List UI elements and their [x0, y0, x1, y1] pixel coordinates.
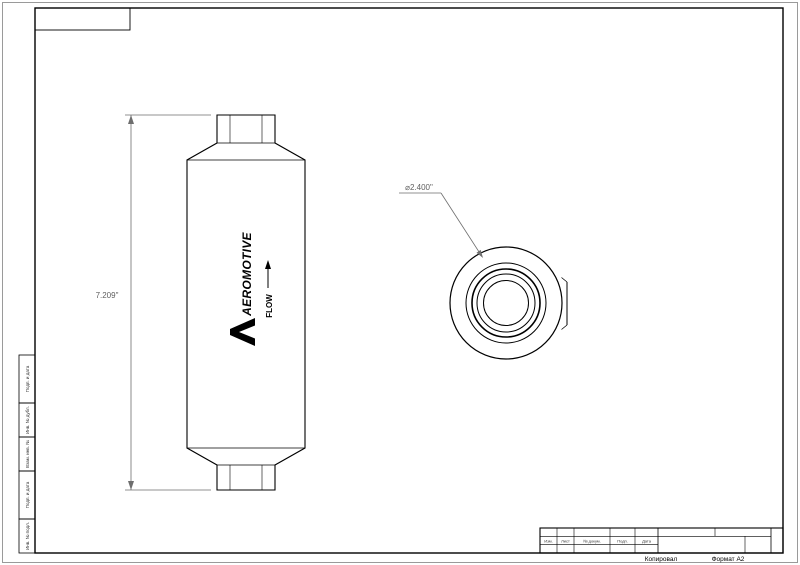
- length-dimension: [125, 114, 211, 491]
- left-margin-cell-label: Инв. № дубл.: [25, 406, 30, 434]
- title-block-headers: Изм. Лист № докум. Подп. Дата: [544, 539, 651, 544]
- filter-ring-circle: [465, 262, 547, 344]
- dimension-arrow-bottom: [128, 481, 134, 490]
- filter-bore-circle: [483, 280, 529, 326]
- brand-logo: AEROMOTIVE: [230, 231, 255, 346]
- left-margin-cell-label: Инв. № подл.: [25, 522, 30, 550]
- copied-label: Копировал: [645, 556, 678, 563]
- format-label: Формат А2: [712, 556, 745, 563]
- clocking-tab-connector: [561, 324, 568, 330]
- filter-thread-circle: [476, 273, 536, 333]
- flow-arrow-head: [265, 260, 271, 269]
- leader-arrow-head: [476, 249, 483, 258]
- diameter-label: ⌀2.400": [405, 183, 433, 192]
- filter-outer-circle: [449, 246, 563, 360]
- title-block-header: № докум.: [583, 539, 601, 544]
- title-block-header: Дата: [642, 539, 652, 544]
- side-view: [186, 114, 306, 491]
- end-view: [449, 246, 568, 360]
- length-dimension-label: 7.209": [96, 291, 119, 300]
- title-block-outline: [539, 527, 784, 554]
- drawing-frame: [34, 7, 784, 554]
- diameter-leader: [399, 192, 483, 258]
- leader-line: [440, 192, 482, 256]
- brand-logo-glyph: [230, 318, 255, 346]
- brand-logo-text: AEROMOTIVE: [240, 231, 254, 316]
- title-block-header: Подп.: [617, 539, 628, 544]
- clocking-tab-connector: [561, 277, 568, 283]
- left-margin-cell-label: Подп. и дата: [25, 481, 30, 508]
- left-margin-cells: Подп. и дата Инв. № дубл. Взам. инв. № П…: [18, 354, 36, 554]
- dimension-arrow-top: [128, 115, 134, 124]
- title-block: [539, 527, 784, 554]
- left-margin-cell-label: Взам. инв. №: [25, 440, 30, 468]
- flow-label: FLOW: [265, 294, 274, 318]
- left-margin-cell-label: Подп. и дата: [25, 365, 30, 392]
- filter-port-circle: [471, 268, 541, 338]
- left-margin-cell: [18, 518, 36, 554]
- revision-stamp-box: [34, 7, 131, 31]
- title-block-header: Изм.: [544, 539, 553, 544]
- title-block-header: Лист: [561, 539, 570, 544]
- flow-indicator: FLOW: [265, 260, 274, 318]
